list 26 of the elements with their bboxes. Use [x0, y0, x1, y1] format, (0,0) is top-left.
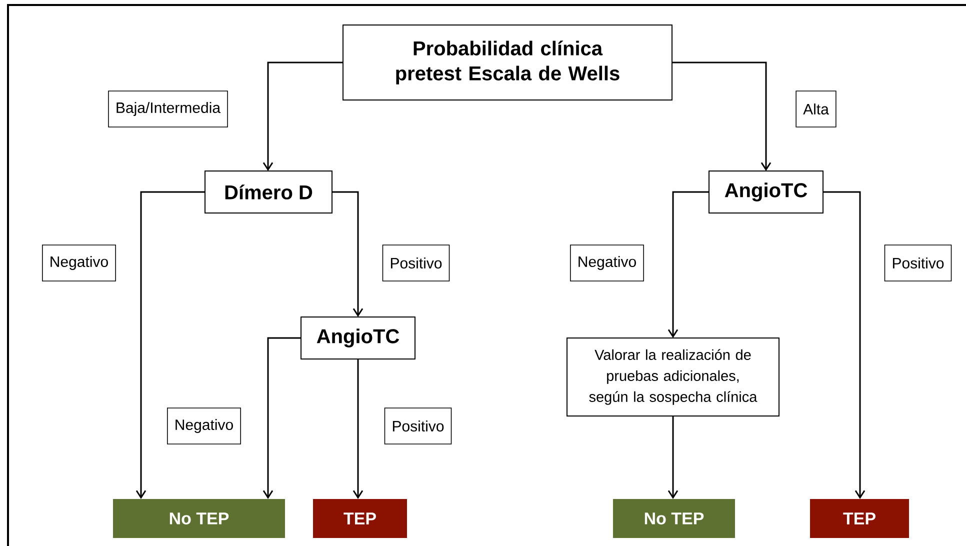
- test-box: AngioTC: [300, 316, 416, 360]
- edge-label: Negativo: [570, 244, 644, 282]
- edge-label: Negativo: [42, 244, 116, 282]
- arrow: [136, 191, 204, 499]
- result-box: No TEP: [113, 499, 285, 538]
- arrow: [262, 62, 342, 171]
- edge-label: Alta: [796, 90, 836, 128]
- arrow: [668, 416, 678, 499]
- edge-label: Positivo: [384, 408, 452, 444]
- edge-label: Baja/Intermedia: [108, 90, 228, 128]
- arrow: [668, 191, 708, 338]
- result-box: TEP: [313, 499, 407, 538]
- arrow: [262, 337, 300, 499]
- note-box: Valorar la realización de pruebas adicionales, según la sospecha clínica: [566, 338, 780, 416]
- start-box: Probabilidad clínica pretest Escala de Wells: [342, 24, 672, 100]
- arrow: [672, 62, 772, 171]
- edge-label: Negativo: [167, 408, 241, 444]
- result-box: TEP: [810, 499, 910, 538]
- test-box: AngioTC: [708, 170, 824, 214]
- test-box: Dímero D: [204, 170, 332, 214]
- edge-label: Positivo: [884, 244, 952, 282]
- arrow: [332, 191, 364, 317]
- result-box: No TEP: [613, 499, 735, 538]
- arrow: [352, 360, 364, 499]
- arrow: [824, 191, 866, 499]
- edge-label: Positivo: [382, 244, 450, 282]
